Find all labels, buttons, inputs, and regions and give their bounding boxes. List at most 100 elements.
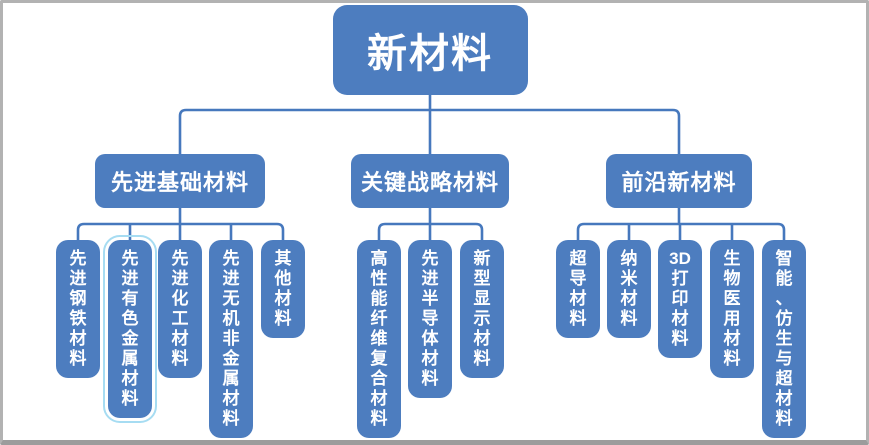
leaf-label-line: 印 [671,289,689,308]
leaf-label-line: 铁 [69,309,87,328]
leaf-label-line: 材 [723,329,741,348]
branch-node[interactable]: 先进基础材料 [95,154,265,208]
leaf-label-line: 能 [775,269,793,288]
leaf-label-line: 体 [421,329,439,348]
leaf-label-line: 进 [222,269,240,288]
leaf-label-line: 进 [69,269,87,288]
leaf-label-line: 其 [274,249,292,268]
leaf-label-line: 用 [723,309,741,328]
branch-node[interactable]: 关键战略材料 [351,154,509,208]
leaf-label-line: 非 [222,329,240,348]
leaf-label-line: 先 [222,249,240,268]
leaf-label-line: 型 [473,269,491,288]
leaf-label-line: 物 [723,269,741,288]
leaf-label-line: 化 [171,289,189,308]
leaf-node[interactable]: 先进钢铁材料 [56,240,100,378]
leaf-label-line: 示 [473,309,491,328]
leaf-label-line: 超 [569,249,587,268]
leaf-label-line: 料 [569,309,587,328]
leaf-label-line: 色 [121,309,139,328]
root-node[interactable]: 新材料 [332,5,528,95]
leaf-label-line: 性 [370,269,388,288]
leaf-label-line: 材 [274,289,292,308]
leaf-label-line: 料 [775,409,793,428]
leaf-label-line: 与 [775,349,793,368]
leaf-label-line: 料 [370,409,388,428]
leaf-label-line: 料 [421,369,439,388]
leaf-label-line: 料 [171,349,189,368]
leaf-label-line: 超 [775,369,793,388]
leaf-label-line: 进 [171,269,189,288]
leaf-label-line: 料 [274,309,292,328]
leaf-label-line: 材 [171,329,189,348]
leaf-label-line: 导 [569,269,587,288]
leaf-label-line: 材 [69,329,87,348]
leaf-label-line: 高 [370,249,388,268]
leaf-label-line: 先 [171,249,189,268]
leaf-node[interactable]: 先进化工材料 [158,240,202,378]
leaf-label-line: 先 [121,249,139,268]
leaf-label-line: 合 [370,369,388,388]
leaf-label-line: 属 [222,369,240,388]
connector-path [76,95,786,240]
leaf-label-line: 仿 [775,309,793,328]
leaf-label-line: 机 [222,309,240,328]
leaf-label-line: 料 [473,349,491,368]
leaf-label-line: 材 [370,389,388,408]
leaf-label-line: 金 [222,349,240,368]
leaf-label-line: 材 [671,309,689,328]
leaf-label-line: 3D [669,249,691,268]
leaf-label-line: 材 [775,389,793,408]
leaf-label-line: 料 [723,349,741,368]
leaf-label-line: 医 [723,289,741,308]
leaf-label-line: 无 [222,289,240,308]
leaf-label-line: 料 [620,309,638,328]
leaf-node[interactable]: 先进无机非金属材料 [209,240,253,438]
leaf-label-line: 他 [274,269,292,288]
leaf-node[interactable]: 高性能纤维复合材料 [357,240,401,438]
leaf-label-line: 料 [121,389,139,408]
leaf-label-line: 料 [671,329,689,348]
leaf-node[interactable]: 超导材料 [556,240,600,338]
leaf-label-line: 生 [723,249,741,268]
leaf-label-line: 导 [421,309,439,328]
leaf-label-line: 材 [222,389,240,408]
leaf-label-line: 新 [473,249,491,268]
leaf-label-line: 金 [121,329,139,348]
leaf-label-line: 半 [421,289,439,308]
leaf-label-line: 材 [620,289,638,308]
leaf-label-line: 材 [473,329,491,348]
leaf-node[interactable]: 先进半导体材料 [408,240,452,398]
leaf-label-line: 能 [370,289,388,308]
leaf-node[interactable]: 智能、仿生与超材料 [762,240,806,438]
leaf-label-line: 属 [121,349,139,368]
leaf-label-line: 材 [569,289,587,308]
leaf-label-line: 料 [69,349,87,368]
leaf-label-line: 先 [421,249,439,268]
leaf-label-line: 材 [421,349,439,368]
leaf-node[interactable]: 其他材料 [261,240,305,338]
leaf-label-line: 维 [370,329,388,348]
leaf-node[interactable]: 纳米材料 [607,240,651,338]
leaf-label-line: 打 [671,269,689,288]
leaf-label-line: 显 [473,289,491,308]
leaf-node[interactable]: 生物医用材料 [710,240,754,378]
leaf-label-line: 料 [222,409,240,428]
leaf-label-line: 米 [620,269,638,288]
leaf-node[interactable]: 新型显示材料 [460,240,504,378]
leaf-label-line: 材 [121,369,139,388]
leaf-label-line: 先 [69,249,87,268]
leaf-label-line: 工 [171,309,189,328]
leaf-label-line: 钢 [69,289,87,308]
leaf-label-line: 进 [421,269,439,288]
leaf-label-line: 有 [121,289,139,308]
leaf-label-line: 、 [775,289,793,308]
leaf-label-line: 智 [775,249,793,268]
leaf-node-selected[interactable]: 先进有色金属材料 [103,235,157,423]
leaf-label-line: 纳 [620,249,638,268]
branch-node[interactable]: 前沿新材料 [606,154,752,208]
leaf-label-line: 纤 [370,309,388,328]
